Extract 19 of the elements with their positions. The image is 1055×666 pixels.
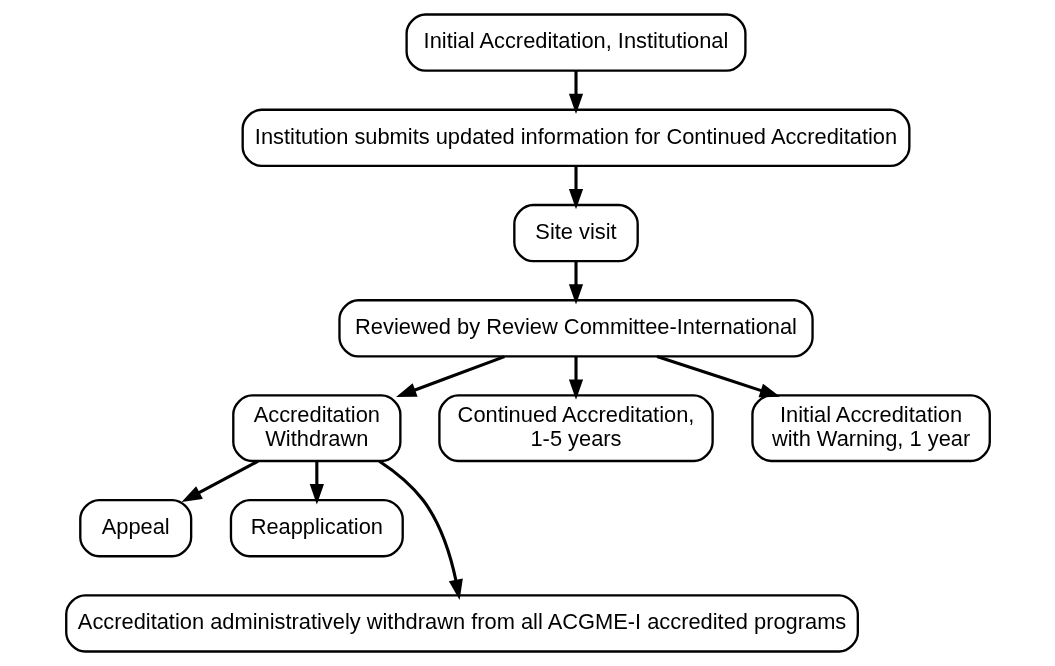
arrow xyxy=(568,166,583,210)
node-box: Appeal xyxy=(78,498,192,558)
node-box: Initial Accreditation, Institutional xyxy=(404,13,747,72)
node-box: Initial Accreditation with Warning, 1 year xyxy=(750,394,991,463)
node-box: Institution submits updated information for Continued Accreditation xyxy=(241,108,910,168)
node-box: Accreditation administratively withdrawn from all ACGME-I accredited programs xyxy=(64,594,859,653)
arrow xyxy=(309,461,324,505)
arrow xyxy=(568,261,583,305)
node-box: Continued Accreditation, 1-5 years xyxy=(437,394,714,463)
arrow xyxy=(568,356,583,400)
arrow xyxy=(378,459,463,600)
arrow xyxy=(395,355,505,398)
arrow xyxy=(181,459,259,503)
arrow xyxy=(568,70,583,115)
node-box: Site visit xyxy=(512,203,639,263)
arrow xyxy=(656,354,780,398)
node-box: Reapplication xyxy=(229,498,404,558)
node-box: Reviewed by Review Committee-International xyxy=(337,299,814,358)
node-box: Accreditation Withdrawn xyxy=(231,394,402,463)
